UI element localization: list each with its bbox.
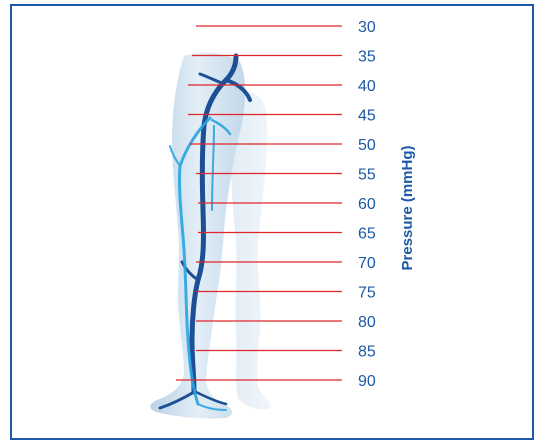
pressure-label-35: 35 [358, 49, 376, 66]
pressure-label-65: 65 [358, 226, 376, 243]
pressure-label-60: 60 [358, 196, 376, 213]
pressure-label-90: 90 [358, 373, 376, 390]
pressure-label-75: 75 [358, 285, 376, 302]
pressure-label-50: 50 [358, 137, 376, 154]
pressure-label-45: 45 [358, 108, 376, 125]
pressure-label-70: 70 [358, 255, 376, 272]
front-leg-illustration [150, 53, 245, 419]
pressure-label-80: 80 [358, 314, 376, 331]
pressure-label-40: 40 [358, 78, 376, 95]
pressure-label-55: 55 [358, 167, 376, 184]
pressure-label-30: 30 [358, 19, 376, 36]
pressure-label-85: 85 [358, 344, 376, 361]
axis-title: Pressure (mmHg) [399, 145, 416, 270]
